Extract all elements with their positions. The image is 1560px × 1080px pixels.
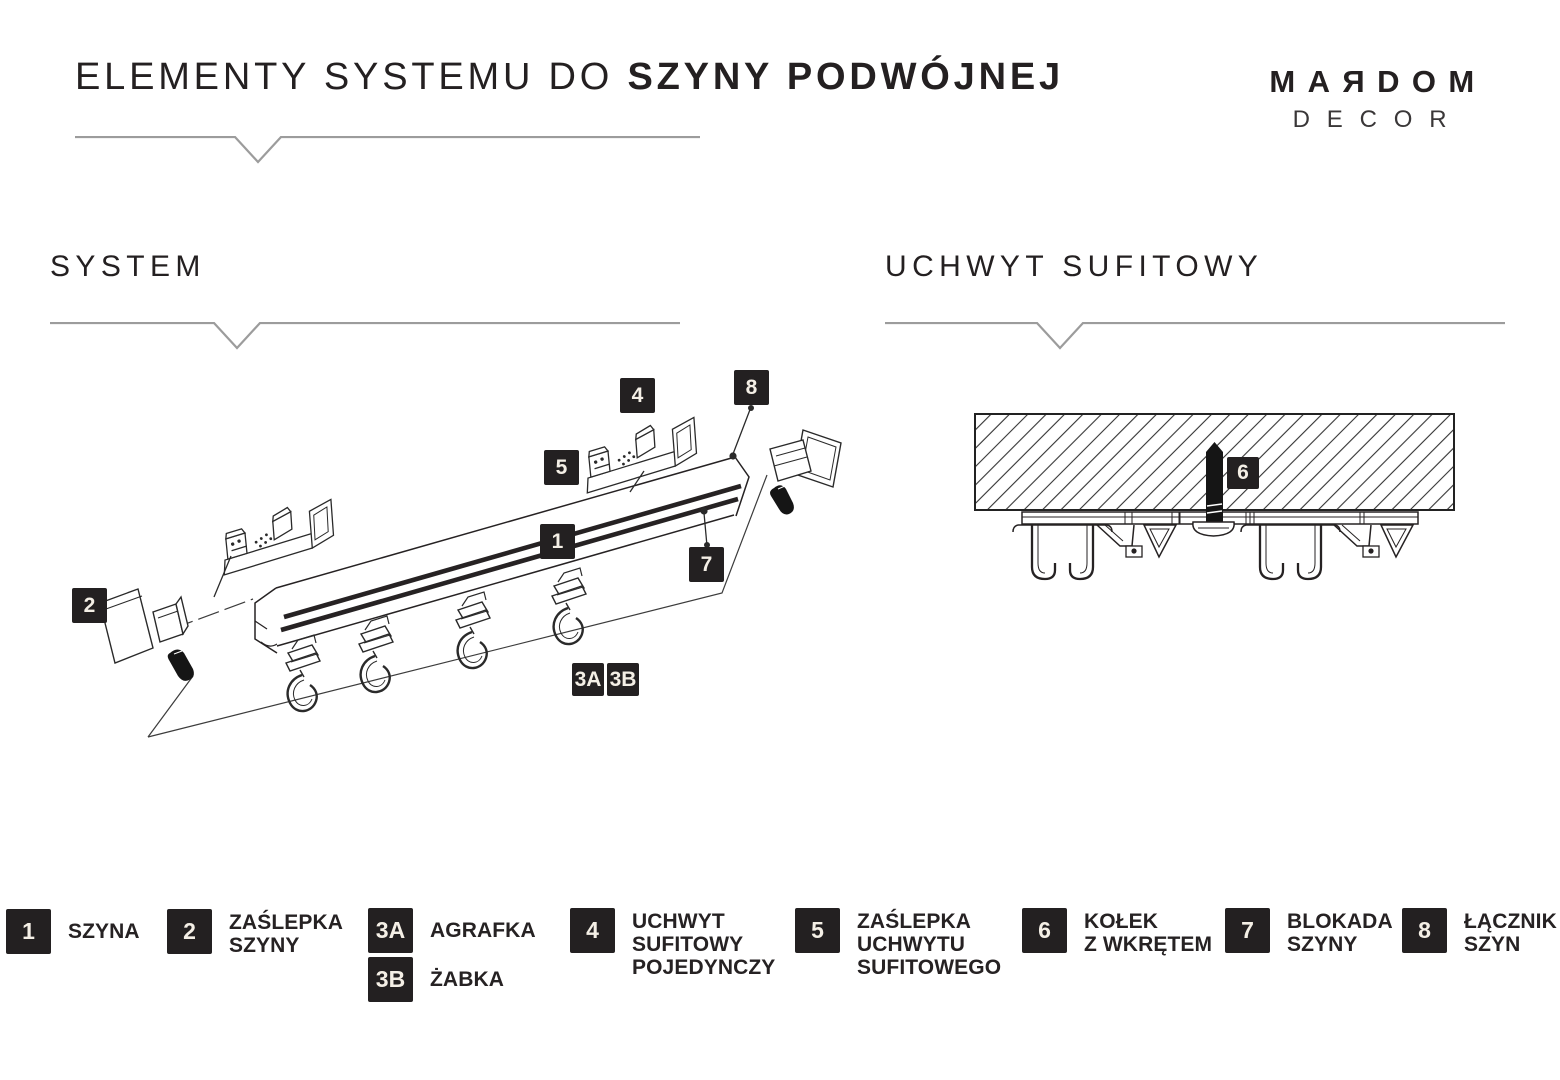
- part-marker-8: 8: [734, 370, 769, 405]
- legend-label: AGRAFKA: [430, 919, 536, 942]
- hook-drawing: [357, 614, 395, 694]
- part-marker-3a: 3A: [572, 663, 604, 696]
- part-marker-7: 7: [689, 547, 724, 582]
- screw-drawing: [1192, 442, 1235, 537]
- legend-number: 6: [1022, 908, 1067, 953]
- clamp-wedge-left: [1096, 524, 1177, 558]
- legend-number: 8: [1402, 908, 1447, 953]
- legend-label: KOŁEK Z WKRĘTEM: [1084, 910, 1213, 956]
- legend-label: ZAŚLEPKA SZYNY: [229, 911, 344, 957]
- page-title-bold: SZYNY PODWÓJNEJ: [627, 56, 1064, 98]
- brand-logo-name: MAЯDOM: [1269, 64, 1487, 99]
- legend-item-6: 6 KOŁEK Z WKRĘTEM: [1022, 908, 1212, 956]
- hook-drawing: [454, 590, 492, 670]
- legend-label: ŁĄCZNIK SZYN: [1464, 910, 1557, 956]
- legend-number: 3B: [368, 957, 413, 1002]
- section-title-system: SYSTEM: [50, 250, 206, 283]
- rail-channel-left: [1011, 523, 1114, 581]
- rail-drawing: [254, 456, 750, 654]
- ceiling-bracket-lower-drawing: [210, 494, 344, 576]
- part-marker-1: 1: [540, 524, 575, 559]
- system-underline: [50, 322, 680, 350]
- legend-item-1: 1 SZYNA: [6, 909, 140, 954]
- part-marker-4: 4: [620, 378, 655, 413]
- hook-drawing: [284, 633, 322, 713]
- part-marker-6: 6: [1227, 457, 1259, 489]
- leader-lines: [213, 405, 754, 598]
- title-underline: [75, 136, 700, 164]
- system-exploded-diagram: [99, 405, 842, 738]
- legend-item-8: 8 ŁĄCZNIK SZYN: [1402, 908, 1557, 956]
- legend-number: 7: [1225, 908, 1270, 953]
- legend-label: ŻABKA: [430, 968, 505, 991]
- legend-item-7: 7 BLOKADA SZYNY: [1225, 908, 1393, 956]
- page-title: ELEMENTY SYSTEMU DO SZYNY PODWÓJNEJ: [75, 56, 1064, 99]
- brand-logo-subname: DECOR: [1292, 106, 1464, 133]
- legend-number: 3A: [368, 908, 413, 953]
- clamp-wedge-right: [1333, 524, 1414, 558]
- brand-logo: MAЯDOM DECOR: [1258, 64, 1498, 134]
- end-cap-drawing: [99, 588, 194, 681]
- page-title-regular: ELEMENTY SYSTEMU DO: [75, 56, 628, 98]
- part-marker-2: 2: [72, 588, 107, 623]
- legend-item-5: 5 ZAŚLEPKA UCHWYTU SUFITOWEGO: [795, 908, 1001, 979]
- legend-item-2: 2 ZAŚLEPKA SZYNY: [167, 909, 343, 957]
- ceiling-underline: [885, 322, 1505, 350]
- ceiling-bracket-cross-section-diagram: [974, 413, 1455, 581]
- legend-item-3b: 3B ŻABKA: [368, 957, 504, 1002]
- rail-connector-drawing: [769, 429, 842, 515]
- legend-item-3a: 3A AGRAFKA: [368, 908, 536, 953]
- section-title-ceiling-bracket: UCHWYT SUFITOWY: [885, 250, 1264, 283]
- exploded-plane-outline: [147, 474, 768, 738]
- legend-number: 2: [167, 909, 212, 954]
- part-marker-5: 5: [544, 450, 579, 485]
- legend-number: 5: [795, 908, 840, 953]
- legend-label: UCHWYT SUFITOWY POJEDYNCZY: [632, 910, 776, 979]
- legend-label: BLOKADA SZYNY: [1287, 910, 1393, 956]
- rail-channel-right: [1239, 523, 1342, 581]
- legend-label: ZAŚLEPKA UCHWYTU SUFITOWEGO: [857, 910, 1002, 979]
- legend-number: 1: [6, 909, 51, 954]
- hook-drawing: [550, 566, 588, 646]
- ceiling-bracket-upper-drawing: [573, 412, 707, 494]
- part-marker-3b: 3B: [607, 663, 639, 696]
- legend-number: 4: [570, 908, 615, 953]
- legend-label: SZYNA: [68, 920, 140, 943]
- legend-item-4: 4 UCHWYT SUFITOWY POJEDYNCZY: [570, 908, 775, 979]
